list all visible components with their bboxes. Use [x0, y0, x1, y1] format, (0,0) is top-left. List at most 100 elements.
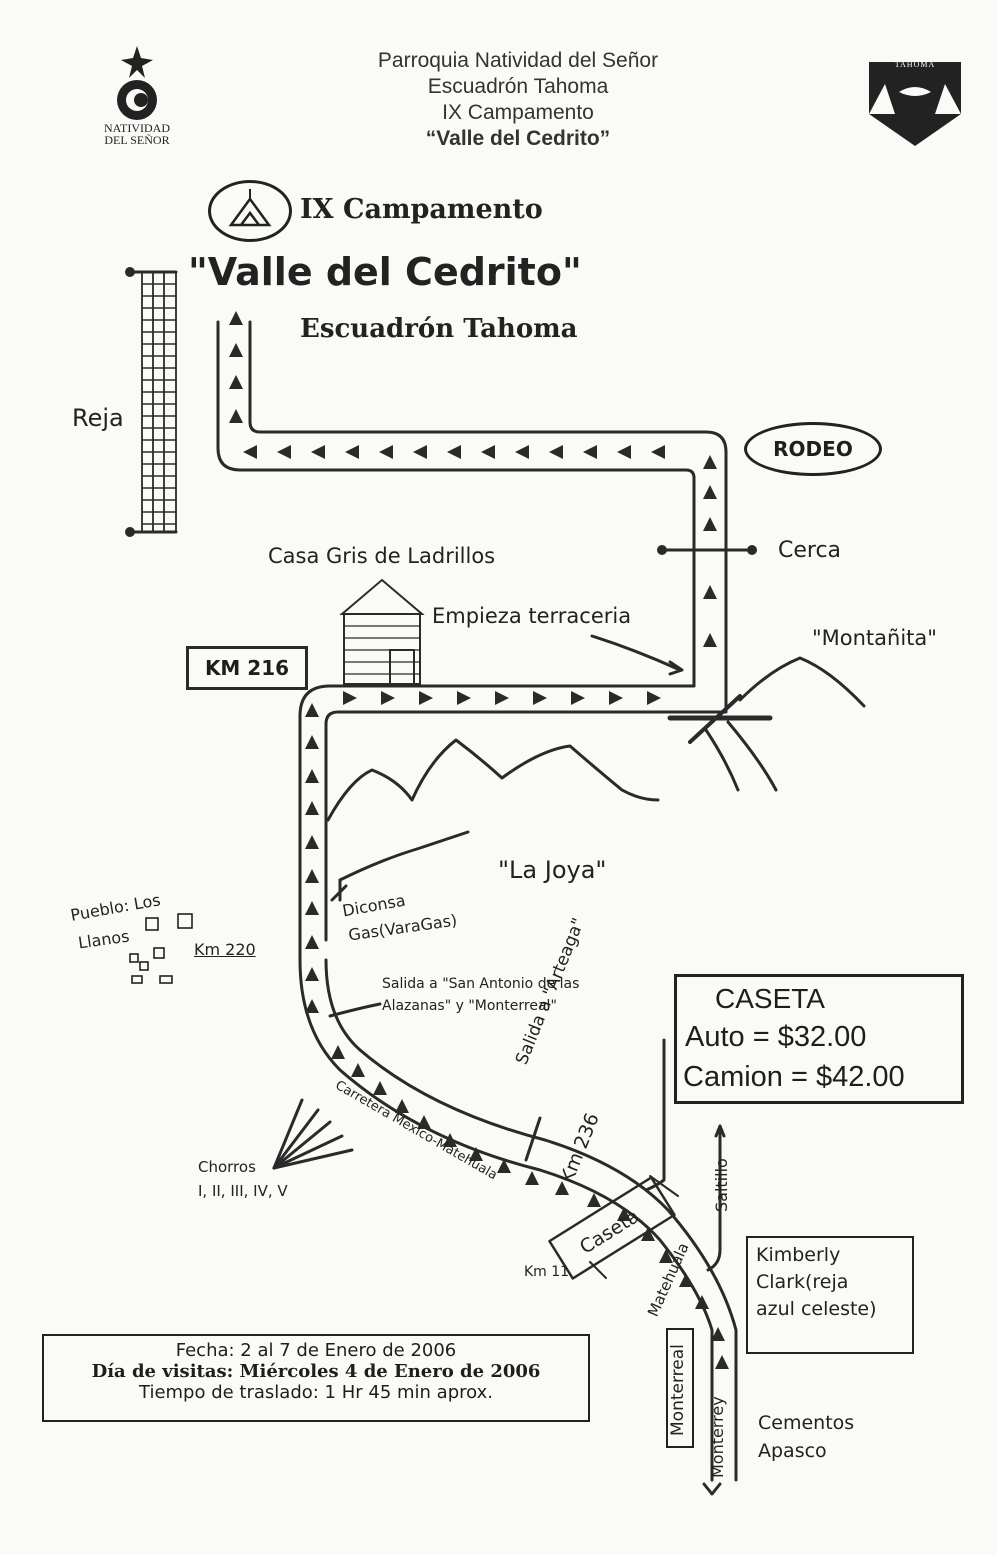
label-km11: Km 11	[524, 1264, 570, 1280]
route-arrow	[379, 445, 393, 459]
parish-logo-icon: NATIVIDAD DEL SEÑOR	[92, 44, 182, 154]
toll-camion: Camion = $42.00	[683, 1061, 905, 1093]
route-arrow	[305, 999, 319, 1013]
tent-icon	[208, 180, 292, 242]
label-casa: Casa Gris de Ladrillos	[268, 544, 496, 568]
route-arrow	[533, 691, 547, 705]
route-arrow	[647, 691, 661, 705]
route-arrow	[351, 1063, 365, 1077]
route-arrow	[413, 445, 427, 459]
village-icon	[129, 913, 193, 984]
route-arrow	[305, 801, 319, 815]
road-top-outer	[216, 320, 696, 688]
km216-box: KM 216	[186, 646, 308, 690]
header-line-4: “Valle del Cedrito”	[425, 127, 611, 150]
info-traslado: Tiempo de traslado: 1 Hr 45 min aprox.	[139, 1382, 493, 1403]
label-reja: Reja	[72, 404, 124, 432]
route-arrow	[343, 691, 357, 705]
header-line-1: Parroquia Natividad del Señor	[377, 49, 659, 72]
info-visitas: Día de visitas: Miércoles 4 de Enero de …	[91, 1361, 541, 1382]
road-lower-inner	[324, 958, 738, 1482]
road-mid-outer	[298, 684, 714, 1482]
route-arrow	[555, 1181, 569, 1195]
route-arrow	[715, 1355, 729, 1369]
gate-grid	[141, 271, 177, 533]
route-arrow	[229, 343, 243, 357]
rodeo-oval: RODEO	[744, 422, 882, 476]
toll-title: CASETA	[715, 983, 825, 1014]
route-arrow	[659, 1249, 673, 1263]
label-salida-2: Alazanas" y "Monterreal"	[382, 998, 557, 1014]
route-arrow	[549, 445, 563, 459]
monterreal-box	[666, 1328, 694, 1448]
label-cementos-1: Cementos	[758, 1412, 855, 1434]
label-salida-1: Salida a "San Antonio de las	[382, 976, 580, 992]
chorros-lines	[272, 1098, 354, 1170]
toll-auto: Auto = $32.00	[685, 1021, 867, 1053]
route-arrow	[229, 311, 243, 325]
route-arrow	[229, 375, 243, 389]
route-arrow	[243, 445, 257, 459]
route-arrow	[703, 455, 717, 469]
label-monterreal: Monterreal	[668, 1344, 688, 1436]
label-montanita: "Montañita"	[812, 626, 937, 650]
label-kimberly-1: Kimberly	[756, 1244, 841, 1266]
route-arrow	[679, 1273, 693, 1287]
route-arrow	[277, 445, 291, 459]
route-arrow	[373, 1081, 387, 1095]
label-kimberly-2: Clark(reja	[756, 1271, 849, 1293]
header: Parroquia Natividad del Señor Escuadrón …	[318, 48, 718, 152]
route-arrow	[443, 1133, 457, 1147]
route-arrow	[305, 901, 319, 915]
route-arrow	[617, 1207, 631, 1221]
map-title-3: Escuadrón Tahoma	[300, 314, 578, 344]
route-arrow	[417, 1115, 431, 1129]
brick-house-icon	[339, 578, 425, 685]
route-arrow	[381, 691, 395, 705]
route-arrow	[641, 1227, 655, 1241]
toll-box: CASETA Auto = $32.00 Camion = $42.00	[674, 974, 964, 1104]
info-box: Fecha: 2 al 7 de Enero de 2006 Día de vi…	[42, 1334, 590, 1422]
badge-text: TAHOMA	[894, 60, 936, 69]
label-rodeo: RODEO	[773, 437, 853, 461]
route-arrow	[331, 1045, 345, 1059]
route-arrow	[305, 967, 319, 981]
info-fecha: Fecha: 2 al 7 de Enero de 2006	[175, 1340, 457, 1361]
label-km216: KM 216	[204, 656, 290, 680]
route-arrow	[703, 585, 717, 599]
route-arrow	[457, 691, 471, 705]
route-arrow	[447, 445, 461, 459]
logo-text-2: DEL SEÑOR	[104, 133, 170, 147]
route-arrow	[703, 633, 717, 647]
route-arrow	[305, 703, 319, 717]
label-chorros: Chorros	[198, 1158, 256, 1176]
header-line-2: Escuadrón Tahoma	[427, 75, 609, 98]
label-chorros-numbers: I, II, III, IV, V	[198, 1182, 288, 1200]
route-arrow	[311, 445, 325, 459]
label-cementos-2: Apasco	[758, 1440, 827, 1462]
label-kimberly-3: azul celeste)	[756, 1298, 877, 1320]
road-top-inner	[248, 320, 728, 692]
label-cerca: Cerca	[778, 538, 842, 563]
route-arrow	[305, 835, 319, 849]
kimberly-box	[746, 1236, 914, 1354]
route-arrow	[469, 1147, 483, 1161]
label-km220: Km 220	[194, 940, 256, 959]
label-terraceria: Empieza terraceria	[432, 604, 632, 628]
route-arrow	[305, 869, 319, 883]
route-arrow	[515, 445, 529, 459]
route-arrow	[305, 935, 319, 949]
label-monterrey: Monterrey	[708, 1396, 727, 1478]
route-arrow	[305, 735, 319, 749]
la-joya-mountains	[326, 738, 660, 822]
route-arrow	[695, 1295, 709, 1309]
route-arrow	[711, 1327, 725, 1341]
header-line-3: IX Campamento	[442, 101, 594, 124]
label-saltillo: Saltillo	[712, 1158, 731, 1212]
tahoma-badge-icon: TAHOMA	[865, 54, 965, 149]
route-arrow	[495, 691, 509, 705]
route-arrow	[587, 1193, 601, 1207]
label-la-joya: "La Joya"	[498, 856, 607, 884]
route-arrow	[609, 691, 623, 705]
